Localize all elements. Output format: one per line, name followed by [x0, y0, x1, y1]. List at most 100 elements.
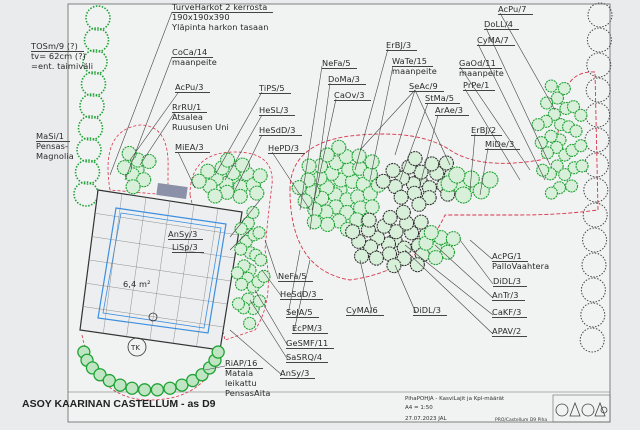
plant-symbol	[574, 108, 588, 122]
plant-symbol	[454, 186, 472, 204]
plant-symbol	[345, 224, 361, 240]
label-seja: SeJA/5	[286, 307, 319, 318]
drain-icon	[148, 312, 158, 322]
label-ansy-top: AnSy/3	[168, 229, 204, 240]
leader-line	[124, 56, 173, 181]
leader-line	[404, 249, 494, 335]
label-arae: ArAe/3	[435, 105, 470, 116]
plant-symbol	[254, 253, 268, 267]
plant-symbol	[544, 186, 558, 200]
side-bed-border	[189, 151, 273, 341]
label-gesmf: GeSMF/11	[286, 338, 335, 349]
hedge-plant	[137, 383, 152, 397]
label-hepd: HePD/3	[268, 143, 306, 154]
leader-line	[469, 239, 493, 260]
hedge-plant	[125, 381, 139, 395]
tree-symbols-legend	[555, 401, 608, 417]
label-tips: TiPS/5	[259, 83, 291, 94]
turf-block	[156, 182, 188, 200]
leader-line	[254, 289, 289, 347]
tree-symbol	[80, 71, 107, 97]
plant-symbol	[531, 118, 545, 132]
plant-symbol	[413, 214, 429, 230]
tree-symbol	[74, 159, 101, 185]
plant-symbol	[231, 297, 245, 311]
leader-line	[469, 133, 476, 191]
hedge-plant	[163, 381, 177, 395]
tree-symbol	[582, 227, 608, 253]
leader-line	[229, 199, 261, 238]
plant-symbol	[575, 159, 589, 173]
plant-symbol	[375, 173, 391, 189]
plant-symbol	[121, 145, 137, 162]
leader-line	[249, 299, 289, 361]
leader-line	[359, 89, 416, 151]
plant-symbol	[407, 151, 423, 167]
footer-scale: A4 = 1:50	[405, 405, 433, 411]
leader-line	[459, 239, 494, 285]
plant-symbol	[566, 100, 581, 114]
label-erbj2: ErBJ/2	[471, 125, 503, 136]
plant-symbol	[574, 139, 588, 153]
label-apav: APAV/2	[492, 326, 528, 337]
plant-symbol	[363, 239, 379, 255]
leader-line	[404, 244, 494, 316]
leader-line	[309, 82, 331, 231]
plant-symbol	[141, 153, 157, 169]
tree-symbol	[584, 127, 610, 153]
plant-symbol	[438, 155, 454, 171]
deck-area-label: 6,4 m²	[123, 279, 151, 289]
plant-symbol	[191, 173, 207, 189]
plant-symbol	[246, 205, 260, 219]
plant-symbol	[306, 214, 322, 230]
plant-symbol	[550, 140, 564, 154]
plant-symbol	[232, 188, 248, 204]
deck-inner-blue	[97, 207, 227, 334]
tree-symbol	[77, 115, 104, 141]
plant-symbol	[318, 204, 334, 220]
plant-symbol	[547, 107, 561, 121]
plant-symbol	[382, 209, 398, 225]
label-caov: CaOv/3	[334, 90, 371, 101]
plant-symbol	[558, 167, 572, 182]
hedge-plant	[150, 383, 165, 397]
tree-symbol	[579, 327, 605, 353]
leader-line	[394, 264, 417, 314]
plant-symbol	[252, 294, 267, 308]
plant-symbol	[243, 316, 257, 330]
label-doll: DoLL/4	[484, 19, 520, 30]
plant-symbol	[230, 266, 244, 280]
plant-symbol	[234, 157, 251, 173]
plant-symbol	[411, 196, 427, 212]
tree-symbol	[580, 277, 606, 303]
plant-symbol	[252, 226, 266, 240]
plant-symbol	[249, 185, 265, 201]
plant-symbol	[395, 204, 411, 220]
logo-box	[552, 394, 611, 423]
leader-line	[214, 91, 263, 176]
hedge-plant	[211, 345, 225, 359]
leader-line	[419, 114, 439, 186]
plant-symbol	[565, 179, 579, 193]
label-ecpm: EcPM/3	[292, 323, 329, 334]
plant-symbol	[116, 160, 133, 176]
plant-symbol	[257, 269, 271, 283]
plant-symbol	[387, 178, 403, 195]
tree-symbol	[82, 49, 108, 75]
plant-symbol	[381, 246, 398, 262]
leader-line	[399, 102, 429, 181]
plant-symbol	[125, 179, 141, 195]
hedge-plant	[93, 368, 107, 382]
plant-symbol	[364, 154, 380, 170]
label-antr: AnTr/3	[492, 290, 525, 301]
plant-symbol	[396, 240, 412, 256]
plant-symbol	[569, 124, 583, 138]
leader-line	[499, 12, 556, 111]
plant-symbol	[544, 129, 558, 143]
label-lisp: LiSp/3	[172, 242, 204, 253]
